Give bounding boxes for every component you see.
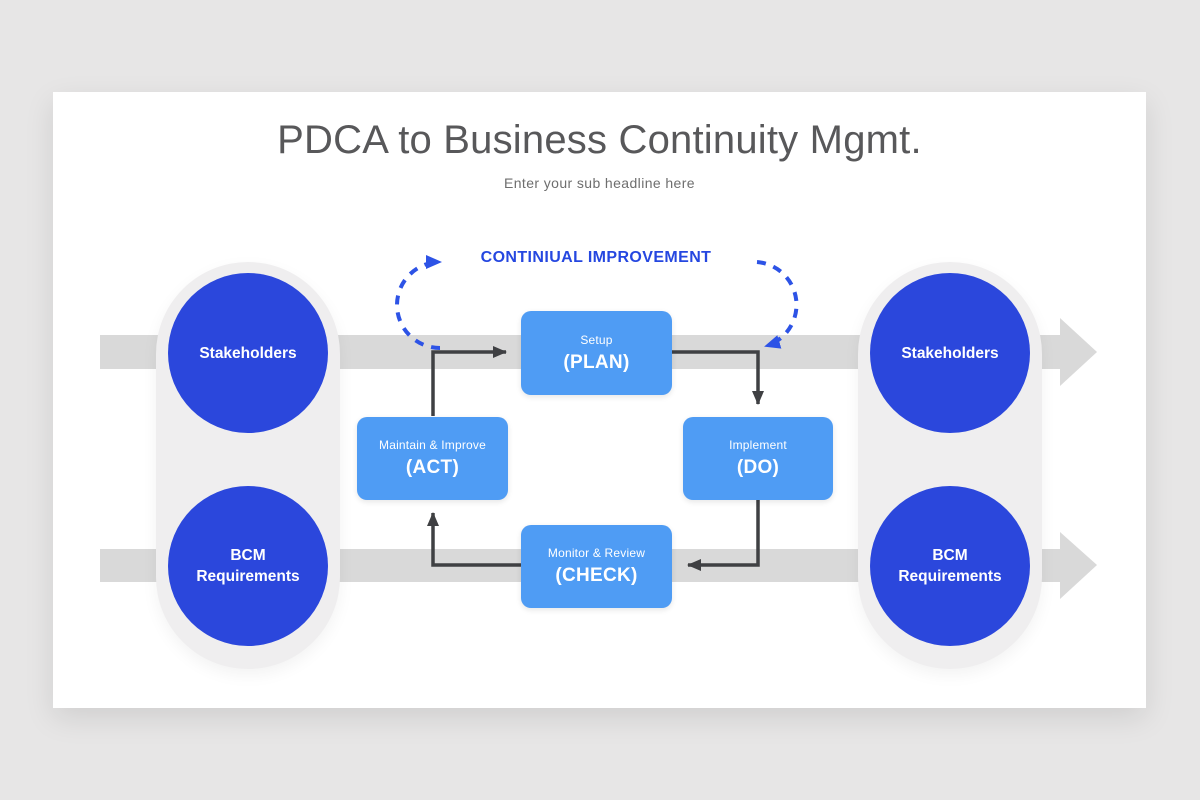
right-bcm-requirements-label: BCM Requirements <box>898 547 1002 585</box>
dashed-curve-arrow-right-icon <box>756 260 799 349</box>
step-do-box: Implement (DO) <box>683 417 833 500</box>
step-plan-box: Setup (PLAN) <box>521 311 672 395</box>
right-bcm-requirements-circle: BCM Requirements <box>870 486 1030 646</box>
arrow-act-to-plan <box>431 346 507 416</box>
left-stakeholders-circle: Stakeholders <box>168 273 328 433</box>
step-do-label: Implement <box>729 438 787 452</box>
step-check-phase: (CHECK) <box>555 565 638 586</box>
left-bcm-requirements-label: BCM Requirements <box>196 547 300 585</box>
step-plan-phase: (PLAN) <box>563 351 630 373</box>
arrow-check-to-act <box>427 512 521 567</box>
step-do-phase: (DO) <box>736 457 780 478</box>
step-check-label: Monitor & Review <box>547 546 646 560</box>
slide-subtitle: Enter your sub headline here <box>504 175 695 191</box>
continual-improvement-label: CONTINIUAL IMPROVEMENT <box>480 249 712 266</box>
arrow-plan-to-do <box>672 350 764 405</box>
step-act-box: Maintain & Improve (ACT) <box>357 417 508 500</box>
step-plan-label: Setup <box>580 332 613 347</box>
dashed-curve-arrow-left-icon <box>395 255 442 350</box>
step-check-box: Monitor & Review (CHECK) <box>521 525 672 608</box>
step-act-label: Maintain & Improve <box>379 438 486 452</box>
right-stakeholders-circle: Stakeholders <box>870 273 1030 433</box>
left-bcm-requirements-circle: BCM Requirements <box>168 486 328 646</box>
step-act-phase: (ACT) <box>405 457 460 478</box>
right-stakeholders-label: Stakeholders <box>901 344 999 362</box>
left-stakeholders-label: Stakeholders <box>199 344 297 362</box>
slide-title: PDCA to Business Continuity Mgmt. <box>277 118 922 162</box>
arrow-do-to-check <box>687 500 760 571</box>
